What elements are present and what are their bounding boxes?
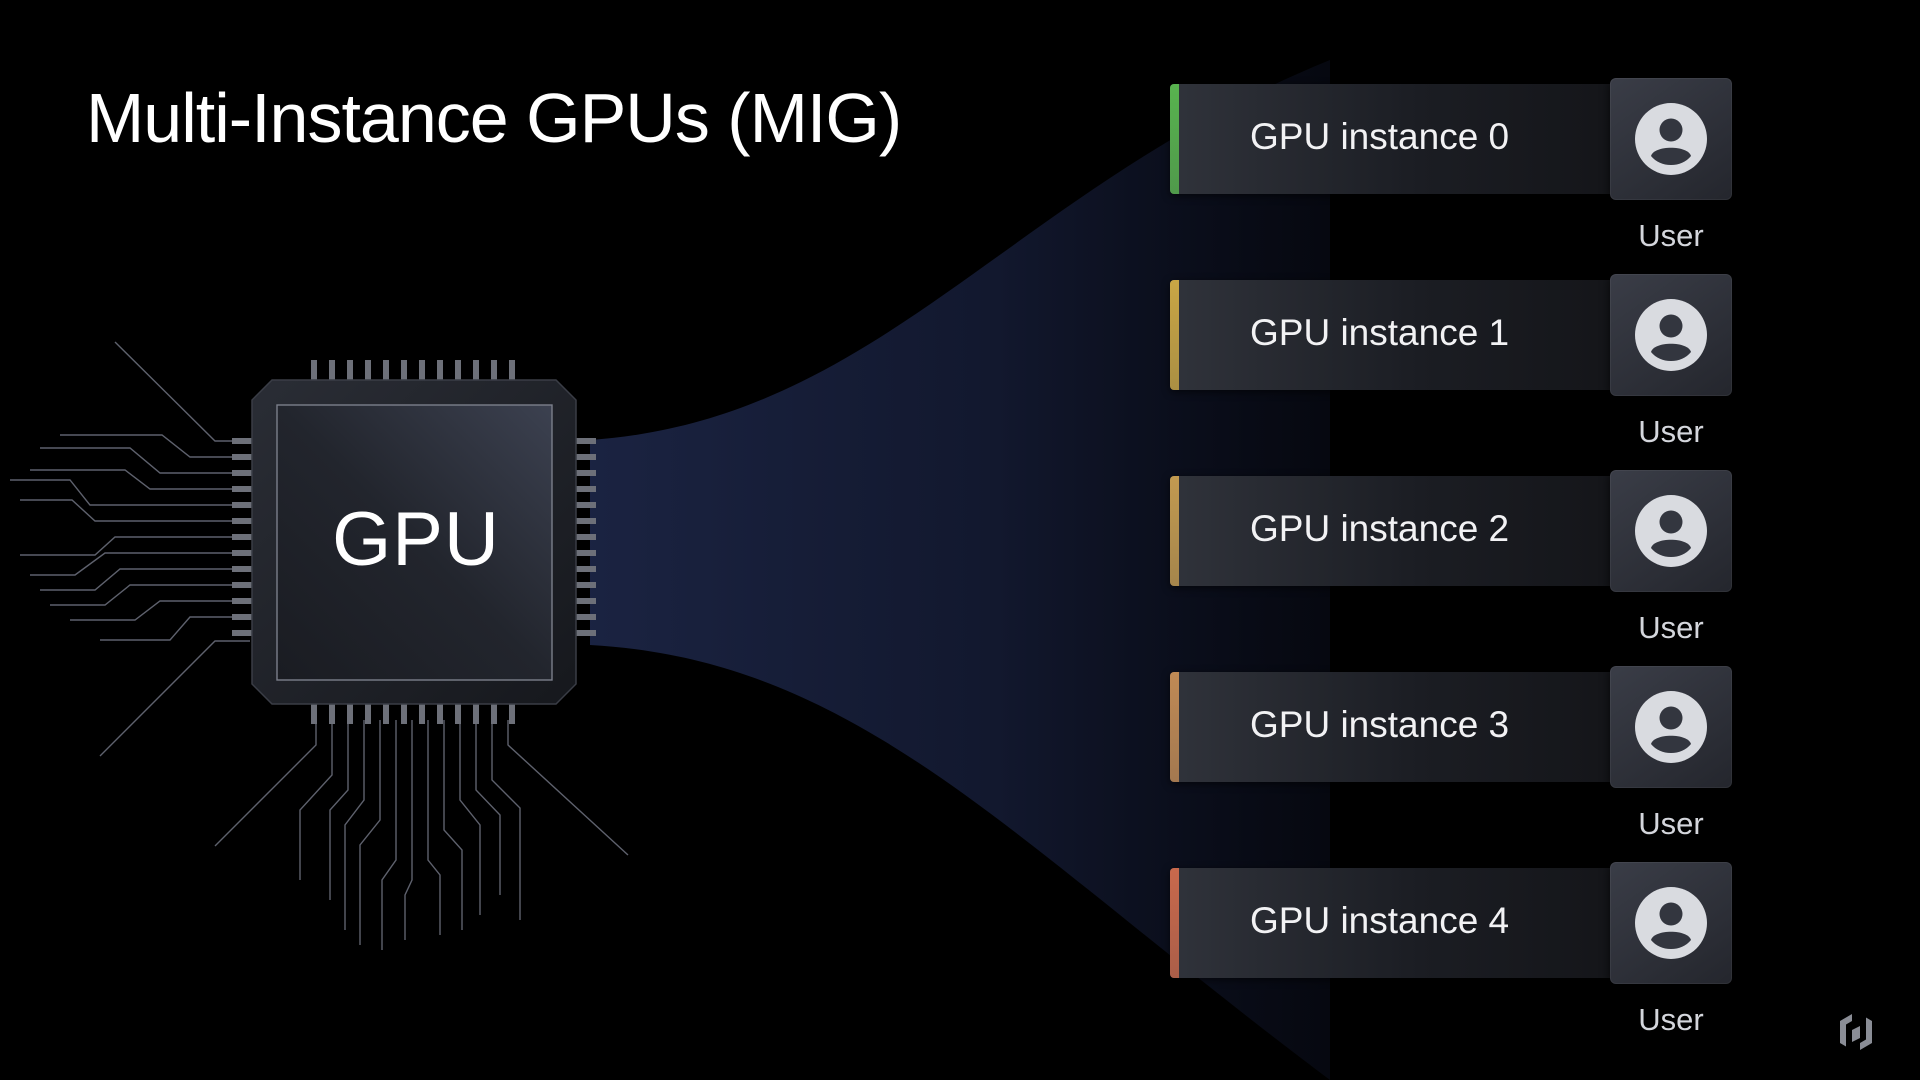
instance-accent-stripe xyxy=(1170,868,1179,978)
user-tile xyxy=(1610,862,1732,984)
gpu-instance-row: GPU instance 3 User xyxy=(1170,666,1732,841)
gpu-instance-bar: GPU instance 4 xyxy=(1170,868,1622,978)
gpu-chip-die xyxy=(276,404,553,681)
user-label: User xyxy=(1638,806,1704,841)
gpu-instance-bar: GPU instance 3 xyxy=(1170,672,1622,782)
gpu-instance-bar: GPU instance 1 xyxy=(1170,280,1622,390)
right-pins xyxy=(574,438,596,636)
user-label: User xyxy=(1638,414,1704,449)
hashicorp-logo-icon xyxy=(1840,1014,1872,1050)
gpu-instance-label: GPU instance 2 xyxy=(1250,508,1510,549)
left-pins xyxy=(232,438,254,636)
top-pins xyxy=(311,360,515,380)
instance-accent-stripe xyxy=(1170,280,1179,390)
user-circle-icon xyxy=(1635,103,1707,175)
page-title: Multi-Instance GPUs (MIG) xyxy=(86,79,902,157)
user-tile xyxy=(1610,470,1732,592)
gpu-instance-label: GPU instance 1 xyxy=(1250,312,1510,353)
instance-accent-stripe xyxy=(1170,672,1179,782)
user-label: User xyxy=(1638,218,1704,253)
user-tile xyxy=(1610,274,1732,396)
gpu-chip-label: GPU xyxy=(332,497,500,582)
user-tile xyxy=(1610,78,1732,200)
instance-accent-stripe xyxy=(1170,84,1179,194)
gpu-instance-row: GPU instance 1 User xyxy=(1170,274,1732,449)
left-traces xyxy=(10,341,250,757)
bottom-pins xyxy=(311,704,515,724)
user-circle-icon xyxy=(1635,299,1707,371)
user-label: User xyxy=(1638,610,1704,645)
user-circle-icon xyxy=(1635,495,1707,567)
user-circle-icon xyxy=(1635,887,1707,959)
bottom-traces xyxy=(214,720,629,950)
gpu-instance-row: GPU instance 2 User xyxy=(1170,470,1732,645)
gpu-instance-bar: GPU instance 2 xyxy=(1170,476,1622,586)
gpu-instance-row: GPU instance 4 User xyxy=(1170,862,1732,1037)
user-tile xyxy=(1610,666,1732,788)
gpu-instance-row: GPU instance 0 User xyxy=(1170,78,1732,253)
gpu-instance-label: GPU instance 3 xyxy=(1250,704,1510,745)
gpu-instance-bar: GPU instance 0 xyxy=(1170,84,1622,194)
user-label: User xyxy=(1638,1002,1704,1037)
gpu-instance-label: GPU instance 4 xyxy=(1250,900,1510,941)
gpu-instance-label: GPU instance 0 xyxy=(1250,116,1510,157)
instance-accent-stripe xyxy=(1170,476,1179,586)
user-circle-icon xyxy=(1635,691,1707,763)
connection-beam xyxy=(590,60,1330,1080)
